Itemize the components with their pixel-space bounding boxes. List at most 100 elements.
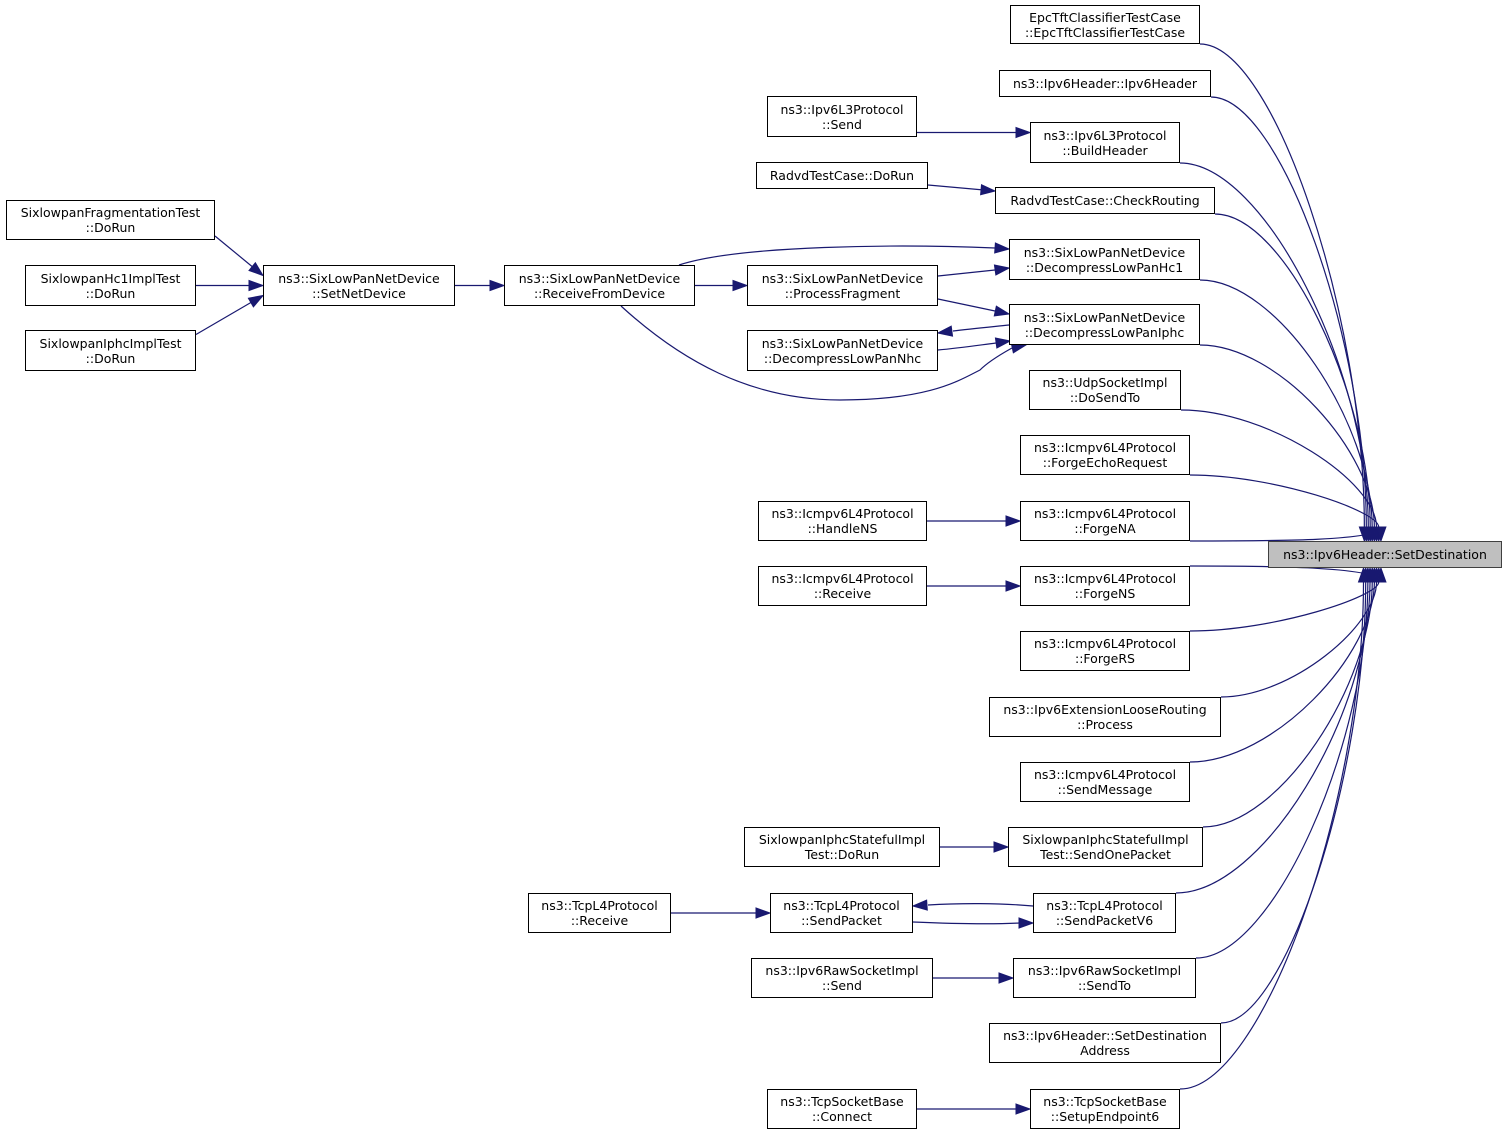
node-rawsend[interactable]: ns3::Ipv6RawSocketImpl::Send: [751, 958, 933, 998]
node-checkrouting[interactable]: RadvdTestCase::CheckRouting: [995, 187, 1215, 214]
node-icmprecv[interactable]: ns3::Icmpv6L4Protocol::Receive: [758, 566, 927, 606]
edge-iphctest-to-setnetdev: [195, 302, 252, 336]
node-buildhdr[interactable]: ns3::Ipv6L3Protocol::BuildHeader: [1030, 122, 1180, 163]
node-label-line: ns3::Ipv6RawSocketImpl: [1027, 963, 1182, 978]
node-label-line: ::HandleNS: [807, 521, 878, 536]
node-label-line: ns3::Ipv6L3Protocol: [1043, 127, 1167, 143]
node-label-line: ::SendMessage: [1057, 782, 1153, 797]
node-looserouting[interactable]: ns3::Ipv6ExtensionLooseRouting::Process: [989, 697, 1221, 737]
node-sendmsg[interactable]: ns3::Icmpv6L4Protocol::SendMessage: [1020, 762, 1190, 802]
node-dechc1[interactable]: ns3::SixLowPanNetDevice::DecompressLowPa…: [1009, 239, 1200, 280]
edge-forgers-to-setdest: [1189, 581, 1380, 632]
node-handlens[interactable]: ns3::Icmpv6L4Protocol::HandleNS: [758, 501, 927, 541]
edge-udpsend-to-setdest: [1180, 409, 1378, 528]
node-decnhc[interactable]: ns3::SixLowPanNetDevice::DecompressLowPa…: [747, 330, 938, 371]
node-label-line: ::DoRun: [85, 350, 136, 366]
edge-statefulrun-to-sendone-arrowhead: [993, 841, 1010, 853]
node-setupep6[interactable]: ns3::TcpSocketBase::SetupEndpoint6: [1030, 1089, 1180, 1129]
edge-setupep6-to-setdest-arrowhead: [1357, 566, 1370, 583]
node-label-line: ns3::SixLowPanNetDevice: [278, 270, 440, 286]
node-forgena[interactable]: ns3::Icmpv6L4Protocol::ForgeNA: [1020, 501, 1190, 541]
node-radvdrun[interactable]: RadvdTestCase::DoRun: [756, 162, 928, 189]
node-label-line: ::Receive: [813, 586, 872, 601]
edge-recvfromdev-to-procfrag-arrowhead: [732, 279, 749, 292]
node-label-line: ns3::Ipv6Header::Ipv6Header: [1013, 76, 1197, 91]
node-label-line: ::SetupEndpoint6: [1050, 1109, 1160, 1124]
edge-recvfromdev-to-deciphc: [620, 305, 1013, 401]
node-label-line: ns3::Icmpv6L4Protocol: [1033, 571, 1177, 586]
node-setdest: ns3::Ipv6Header::SetDestination: [1268, 541, 1502, 568]
node-label-line: ns3::Icmpv6L4Protocol: [1033, 440, 1177, 455]
node-l3send[interactable]: ns3::Ipv6L3Protocol::Send: [767, 96, 917, 137]
edge-decnhc-to-deciphc-arrowhead: [994, 337, 1012, 349]
node-fragtest[interactable]: SixlowpanFragmentationTest::DoRun: [6, 200, 215, 240]
node-recvfromdev[interactable]: ns3::SixLowPanNetDevice::ReceiveFromDevi…: [504, 265, 695, 306]
node-label-line: ns3::Icmpv6L4Protocol: [1033, 506, 1177, 521]
node-tcpsendpkt[interactable]: ns3::TcpL4Protocol::SendPacket: [770, 893, 913, 933]
node-rawsendto[interactable]: ns3::Ipv6RawSocketImpl::SendTo: [1013, 958, 1196, 998]
node-tcpsendv6[interactable]: ns3::TcpL4Protocol::SendPacketV6: [1033, 893, 1176, 933]
edge-forgens-to-setdest: [1189, 565, 1382, 583]
node-label-line: ns3::TcpSocketBase: [780, 1094, 904, 1109]
edge-deciphc-to-decnhc-arrowhead: [936, 325, 954, 337]
node-label-line: Address: [1080, 1043, 1130, 1058]
node-epc[interactable]: EpcTftClassifierTestCase::EpcTftClassifi…: [1010, 5, 1200, 44]
edge-procfrag-to-deciphc-arrowhead: [993, 305, 1011, 317]
node-label-line: ::ForgeNA: [1074, 521, 1136, 536]
edge-setdestaddr-to-setdest: [1220, 581, 1367, 1024]
node-forgers[interactable]: ns3::Icmpv6L4Protocol::ForgeRS: [1020, 631, 1190, 671]
node-label-line: Test::SendOnePacket: [1040, 847, 1171, 862]
edge-fragtest-to-setnetdev-arrowhead: [248, 261, 265, 277]
node-ipv6hdr[interactable]: ns3::Ipv6Header::Ipv6Header: [999, 70, 1211, 97]
edge-tcprecv-to-tcpsendpkt-arrowhead: [755, 907, 772, 919]
node-label-line: ::Process: [1077, 717, 1133, 732]
node-connect[interactable]: ns3::TcpSocketBase::Connect: [767, 1089, 917, 1129]
edge-sendone-to-setdest: [1202, 581, 1373, 828]
node-label-line: ::Send: [822, 116, 862, 132]
node-label-line: ::ForgeEchoRequest: [1042, 455, 1168, 470]
node-iphctest[interactable]: SixlowpanIphcImplTest::DoRun: [25, 330, 196, 371]
node-label-line: ns3::Ipv6Header::SetDestination: [1283, 547, 1487, 562]
node-label-line: ns3::Icmpv6L4Protocol: [771, 506, 914, 521]
edge-handlens-to-forgena-arrowhead: [1005, 515, 1022, 527]
node-label-line: RadvdTestCase::DoRun: [769, 168, 915, 183]
edge-setnetdev-to-recvfromdev-arrowhead: [489, 279, 506, 292]
node-label-line: ns3::Icmpv6L4Protocol: [1033, 636, 1177, 651]
edge-hc1test-to-setnetdev-arrowhead: [248, 279, 265, 292]
node-forgens[interactable]: ns3::Icmpv6L4Protocol::ForgeNS: [1020, 566, 1190, 606]
edge-icmprecv-to-forgens-arrowhead: [1005, 580, 1022, 592]
edge-rawsendto-to-setdest: [1195, 581, 1369, 959]
node-procfrag[interactable]: ns3::SixLowPanNetDevice::ProcessFragment: [747, 265, 938, 306]
node-setnetdev[interactable]: ns3::SixLowPanNetDevice::SetNetDevice: [263, 265, 455, 306]
node-label-line: EpcTftClassifierTestCase: [1029, 9, 1181, 25]
node-label-line: ns3::Icmpv6L4Protocol: [1033, 767, 1177, 782]
node-label-line: ns3::TcpSocketBase: [1043, 1094, 1167, 1109]
node-label-line: ::Receive: [570, 913, 629, 928]
edge-iphctest-to-setnetdev-arrowhead: [247, 294, 265, 308]
edge-forgeecho-to-setdest: [1189, 474, 1380, 528]
node-label-line: ::SendPacketV6: [1055, 913, 1154, 928]
node-label-line: ::ReceiveFromDevice: [533, 285, 666, 301]
edge-recvfromdev-to-dechc1: [678, 245, 996, 266]
node-label-line: ns3::TcpL4Protocol: [1046, 898, 1163, 913]
edge-dechc1-to-setdest: [1199, 279, 1373, 528]
node-label-line: ::BuildHeader: [1062, 142, 1148, 158]
node-label-line: ::Send: [822, 978, 862, 993]
node-tcprecv[interactable]: ns3::TcpL4Protocol::Receive: [528, 893, 671, 933]
node-udpsend[interactable]: ns3::UdpSocketImpl::DoSendTo: [1029, 370, 1181, 410]
edge-fragtest-to-setnetdev: [214, 235, 253, 268]
node-hc1test[interactable]: SixlowpanHc1ImplTest::DoRun: [25, 265, 196, 306]
node-label-line: ::DecompressLowPanIphc: [1024, 324, 1185, 340]
node-deciphc[interactable]: ns3::SixLowPanNetDevice::DecompressLowPa…: [1009, 304, 1200, 345]
edge-connect-to-setupep6-arrowhead: [1015, 1103, 1032, 1115]
node-label-line: ::DecompressLowPanNhc: [763, 350, 922, 366]
node-label-line: ns3::SixLowPanNetDevice: [518, 270, 681, 286]
node-forgeecho[interactable]: ns3::Icmpv6L4Protocol::ForgeEchoRequest: [1020, 435, 1190, 475]
node-label-line: ns3::SixLowPanNetDevice: [1023, 244, 1186, 260]
node-label-line: ns3::SixLowPanNetDevice: [761, 335, 924, 351]
node-label-line: ::DoRun: [85, 220, 136, 235]
